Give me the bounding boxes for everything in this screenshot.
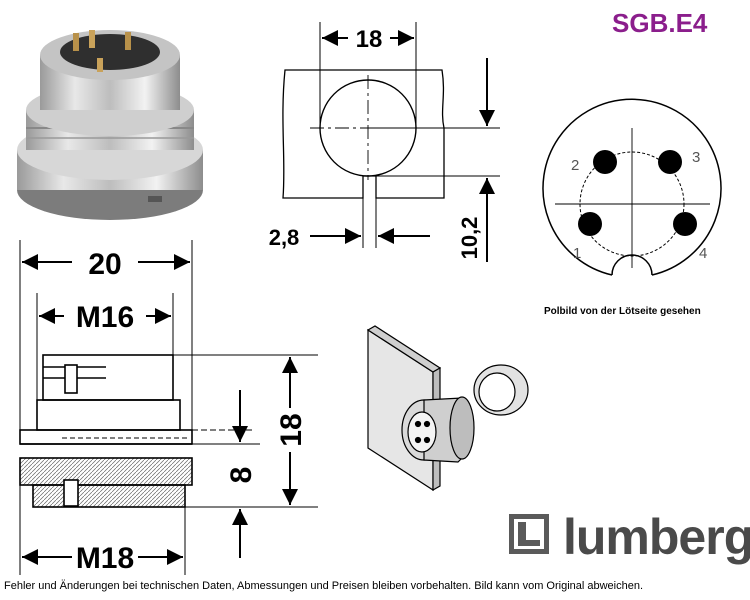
dim-overall-width: 20	[88, 248, 121, 281]
dim-flange-height: 8	[225, 467, 258, 484]
dim-thread-upper: M16	[76, 301, 134, 334]
pin-label-4: 4	[699, 245, 707, 262]
panel-cutout-drawing	[282, 22, 500, 248]
dim-notch-width: 2,8	[269, 225, 300, 250]
pin-label-3: 3	[692, 149, 700, 166]
dimension-lines-side	[22, 254, 298, 565]
pin-label-1: 1	[573, 245, 581, 262]
disclaimer-text: Fehler und Änderungen bei technischen Da…	[4, 580, 644, 592]
pin-label-2: 2	[571, 157, 579, 174]
pin-3	[658, 150, 682, 174]
pin-2	[593, 150, 617, 174]
brand-wordmark: lumberg	[563, 509, 750, 565]
dim-thread-lower: M18	[76, 542, 134, 575]
product-code: SGB.E4	[612, 8, 708, 38]
dim-cutout-height: 10,2	[457, 217, 482, 260]
connector-photo	[17, 30, 203, 220]
pin-4	[673, 212, 697, 236]
lumberg-logo-mark	[509, 514, 549, 554]
dim-cutout-width: 18	[356, 26, 383, 53]
pin-diagram-caption: Polbild von der Lötseite gesehen	[544, 306, 701, 317]
panel-mount-illustration	[366, 325, 529, 492]
side-view-drawing	[19, 240, 318, 575]
dimension-lines-cutout	[310, 30, 495, 262]
dim-height: 18	[275, 413, 308, 446]
pin-layout-diagram	[542, 98, 722, 276]
pin-1	[578, 212, 602, 236]
